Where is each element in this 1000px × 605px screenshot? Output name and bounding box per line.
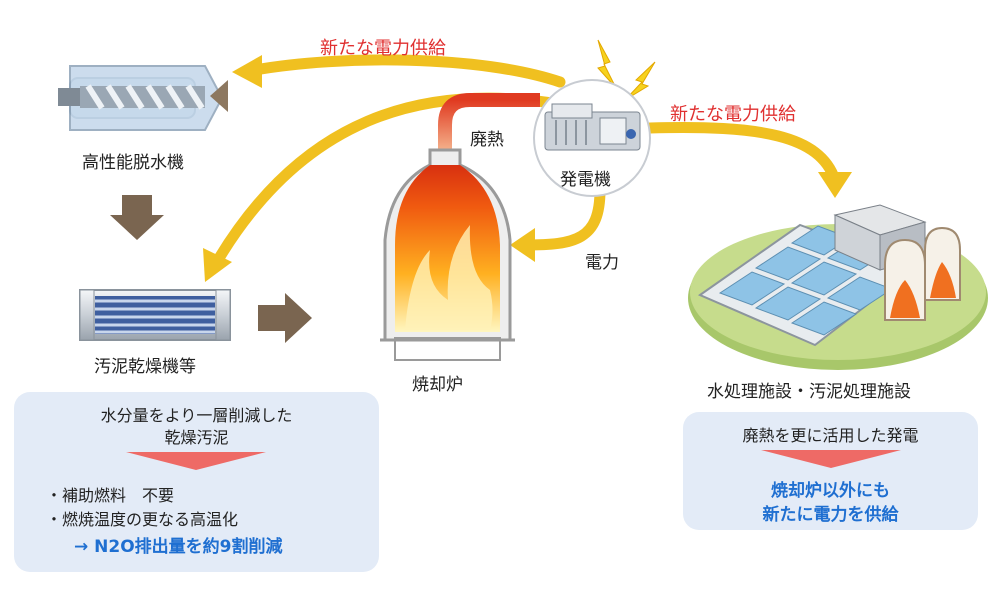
right-box-line1: 廃熱を更に活用した発電 bbox=[742, 426, 919, 445]
dehydrator-label: 高性能脱水機 bbox=[82, 153, 184, 173]
dryer-label: 汚泥乾燥機等 bbox=[94, 357, 196, 377]
right-box-result1: 焼却炉以外にも bbox=[771, 481, 890, 501]
generator-label: 発電機 bbox=[560, 170, 611, 190]
arrow-to-dehydrator bbox=[249, 54, 566, 88]
left-box-result: → N2O排出量を約9割削減 bbox=[74, 537, 283, 557]
flow-arrow-right bbox=[258, 293, 312, 343]
waste-heat-pipe bbox=[438, 93, 540, 160]
right-info-box: 廃熱を更に活用した発電 焼却炉以外にも 新たに電力を供給 bbox=[683, 412, 978, 530]
waste-heat-label: 廃熱 bbox=[470, 130, 504, 150]
new-power-supply-label-left: 新たな電力供給 bbox=[320, 38, 446, 59]
generator-icon bbox=[533, 79, 651, 197]
left-box-line2: 乾燥汚泥 bbox=[164, 428, 229, 447]
facility-icon bbox=[688, 204, 988, 370]
dryer-icon bbox=[79, 289, 231, 341]
arrow-to-facility bbox=[644, 122, 841, 186]
left-box-bullet1: ・補助燃料 不要 bbox=[46, 486, 175, 505]
left-box-line1: 水分量をより一層削減した bbox=[100, 406, 293, 425]
arrow-heads bbox=[203, 55, 852, 282]
new-power-supply-label-right: 新たな電力供給 bbox=[670, 104, 796, 125]
right-box-down-triangle bbox=[761, 450, 901, 468]
dehydrator-icon bbox=[58, 65, 228, 131]
power-supply-arrows bbox=[209, 54, 841, 271]
facility-label: 水処理施設・汚泥処理施設 bbox=[707, 382, 911, 402]
flow-arrow-down bbox=[110, 195, 164, 240]
right-box-result2: 新たに電力を供給 bbox=[762, 505, 899, 525]
left-info-box: 水分量をより一層削減した 乾燥汚泥 ・補助燃料 不要 ・燃焼温度の更なる高温化 … bbox=[14, 392, 379, 572]
incinerator-icon bbox=[380, 148, 515, 361]
left-box-bullet2: ・燃焼温度の更なる高温化 bbox=[46, 510, 239, 529]
incinerator-label: 焼却炉 bbox=[412, 375, 463, 395]
power-label: 電力 bbox=[585, 253, 619, 273]
left-box-down-triangle bbox=[126, 452, 266, 470]
arrow-to-incinerator bbox=[519, 184, 606, 251]
